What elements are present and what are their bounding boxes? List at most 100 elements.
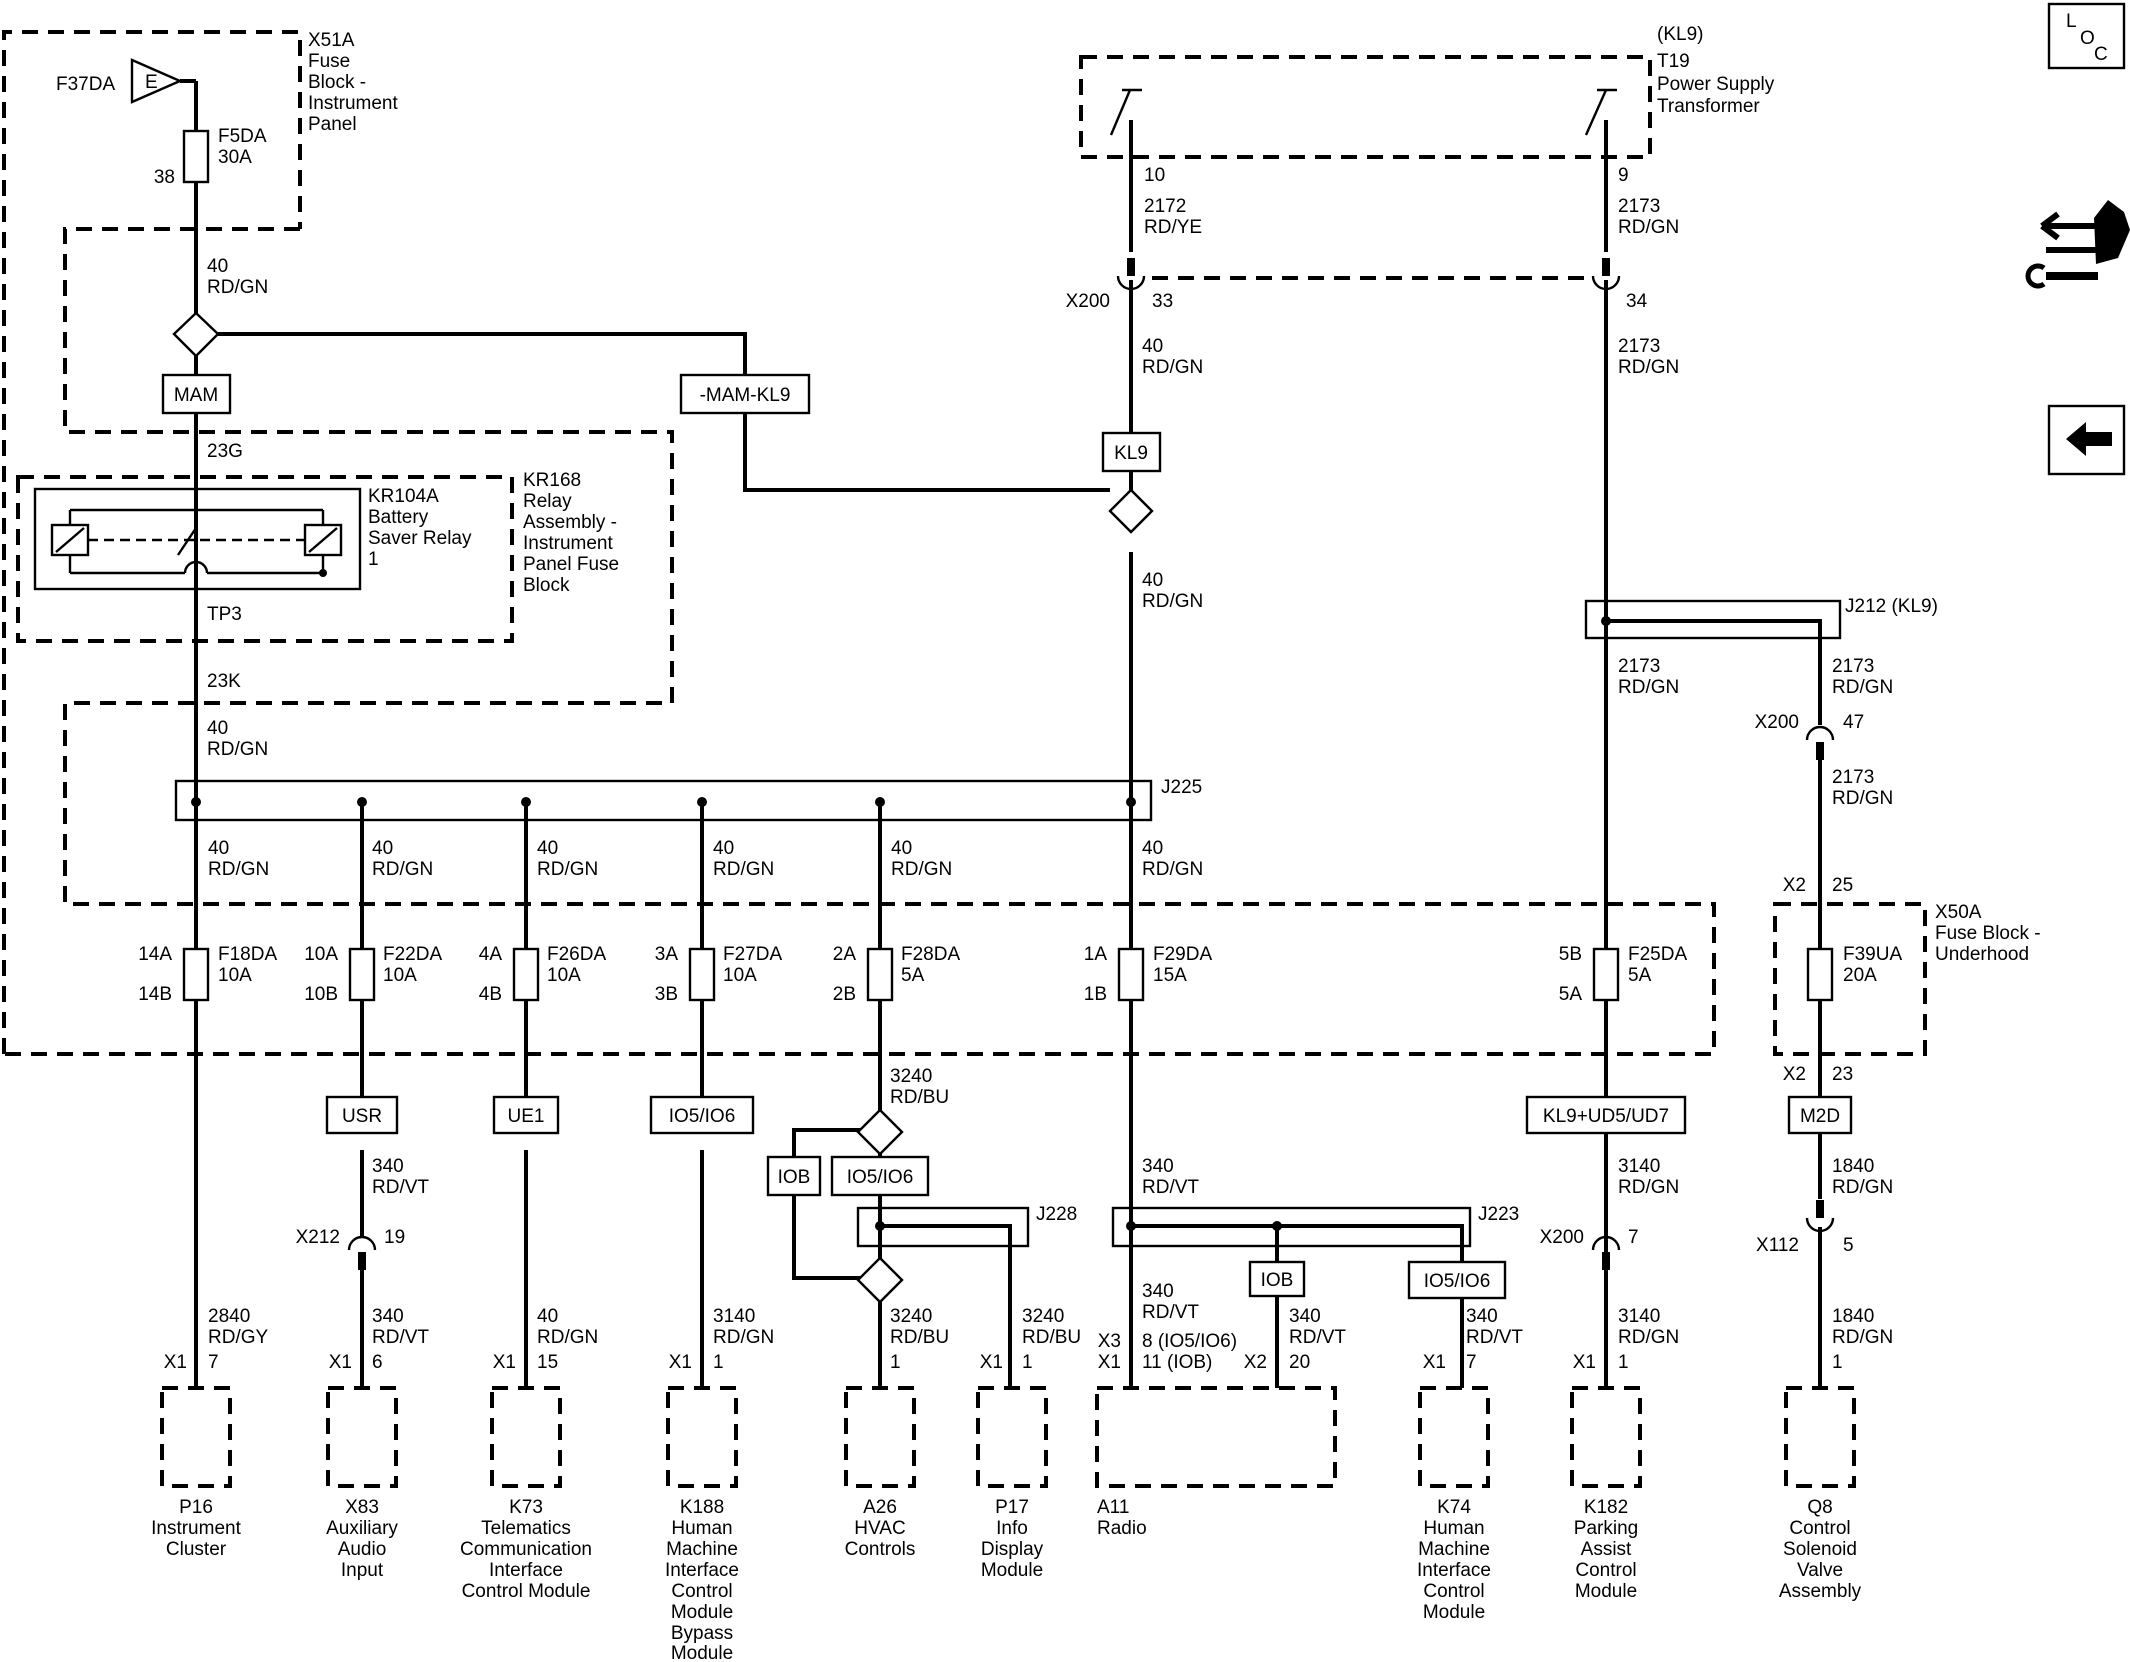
component-names: P16 Instrument Cluster X83 Auxiliary Aud… (151, 1497, 1862, 1662)
fuse-f18da: 14A 14B F18DA 10A (138, 944, 277, 1005)
x83-pin: 6 (372, 1352, 383, 1373)
fuse-f39ua-rating: 20A (1843, 965, 1877, 986)
wires (194, 120, 1822, 1388)
a26-line-1: A26 (863, 1497, 897, 1518)
kr168-line-3: Assembly - (523, 512, 617, 533)
t19-switches (1109, 88, 1617, 136)
k182-line-4: Control (1575, 1560, 1636, 1581)
a11-x3-connector: X3 (1098, 1331, 1121, 1352)
p16-pin: 7 (208, 1352, 219, 1373)
k182-connector: X1 (1573, 1352, 1596, 1373)
wire-2173-x200b-num: 2173 (1832, 767, 1874, 788)
pin-tp3: TP3 (207, 604, 242, 625)
k73-line-4: Interface (489, 1560, 563, 1581)
wire-2173-j212b-num: 2173 (1832, 656, 1874, 677)
wire-3140-k188-color: RD/GN (713, 1327, 774, 1348)
k188-connector: X1 (669, 1352, 692, 1373)
wire-1840a-color: RD/GN (1832, 1177, 1893, 1198)
p17-connector: X1 (980, 1352, 1003, 1373)
wire-2173-top-num: 2173 (1618, 196, 1660, 217)
k182-pin: 1 (1618, 1352, 1629, 1373)
wire-2173-x200-num: 2173 (1618, 336, 1660, 357)
wire-40-k73-color: RD/GN (537, 1327, 598, 1348)
component-a11: A11 Radio (1097, 1497, 1147, 1539)
k188-line-2: Human (671, 1518, 732, 1539)
wire-340-usr-color: RD/VT (372, 1177, 429, 1198)
x83-line-4: Input (341, 1560, 384, 1581)
kr168-line-6: Block (523, 575, 570, 596)
f37da-e-label: E (145, 72, 158, 93)
wire-40-23k-color: RD/GN (207, 739, 268, 760)
j223-label: J223 (1478, 1204, 1519, 1225)
wire-40-23k-num: 40 (207, 718, 228, 739)
a11-line-2: Radio (1097, 1518, 1147, 1539)
wire-3140-k182b-color: RD/GN (1618, 1327, 1679, 1348)
kl9-label: KL9 (1114, 443, 1148, 464)
k188-line-6: Module (671, 1602, 733, 1623)
j225-branch-1-color: RD/GN (208, 859, 269, 880)
wire-340-x83-color: RD/VT (372, 1327, 429, 1348)
fuse-f27da-rating: 10A (723, 965, 757, 986)
fuse-f28da: 2A 2B F28DA 5A (833, 944, 961, 1005)
kr104a-line-4: 1 (368, 549, 379, 570)
k188-line-5: Control (671, 1581, 732, 1602)
x83-line-1: X83 (345, 1497, 379, 1518)
k188-line-4: Interface (665, 1560, 739, 1581)
x51a-line-3: Block - (308, 72, 366, 93)
fuse-f27da-name: F27DA (723, 944, 782, 965)
k73-line-1: K73 (509, 1497, 543, 1518)
wire-340-iob-num: 340 (1142, 1281, 1174, 1302)
location-button[interactable]: L O C (2047, 2, 2126, 70)
fuse-f25da-top-pin: 5B (1559, 944, 1582, 965)
p16-line-3: Cluster (166, 1539, 227, 1560)
wire-label-boxes: MAM -MAM-KL9 KL9 USR UE1 IO5/IO6 IOB IO5… (161, 373, 1853, 1300)
repair-procedure-icon[interactable] (2025, 200, 2130, 289)
wire-1840b-num: 1840 (1832, 1306, 1874, 1327)
k74-pin: 7 (1466, 1352, 1477, 1373)
fuse-f28da-bottom-pin: 2B (833, 984, 856, 1005)
loc-letter-l: L (2066, 11, 2077, 32)
a11-x2-pin: 20 (1289, 1352, 1310, 1373)
x51a-line-5: Panel (308, 114, 357, 135)
component-p17: P17 Info Display Module (981, 1497, 1044, 1581)
x200b-label: X200 (1755, 712, 1799, 733)
t19-block-label: (KL9) T19 Power Supply Transformer (1657, 24, 1775, 117)
t19-line-1: (KL9) (1657, 24, 1703, 45)
fuse-f39ua: F39UA 20A (1806, 944, 1902, 1002)
fuse-f29da-name: F29DA (1153, 944, 1212, 965)
x212-pin-19: 19 (384, 1227, 405, 1248)
kr104a-line-2: Battery (368, 507, 429, 528)
x112-label: X112 (1756, 1235, 1799, 1256)
kr104a-label: KR104A Battery Saver Relay 1 (368, 486, 472, 570)
f5da-rating: 30A (218, 147, 252, 168)
p16-connector: X1 (164, 1352, 187, 1373)
j225-branch-6-num: 40 (1142, 838, 1163, 859)
k74-line-3: Machine (1418, 1539, 1490, 1560)
fuse-f27da: 3A 3B F27DA 10A (655, 944, 783, 1005)
k74-line-4: Interface (1417, 1560, 1491, 1581)
back-button[interactable] (2047, 404, 2126, 476)
f37da-label: F37DA (56, 74, 115, 95)
x2-23-label: X2 (1783, 1064, 1806, 1085)
x200-33-connector (1116, 258, 1146, 291)
j225-branch-2-color: RD/GN (372, 859, 433, 880)
fuse-f26da-top-pin: 4A (479, 944, 503, 965)
j225-branch-5-num: 40 (891, 838, 912, 859)
x200c-label: X200 (1540, 1227, 1584, 1248)
wire-2172-num: 2172 (1144, 196, 1186, 217)
wire-340-x2-color: RD/VT (1289, 1327, 1346, 1348)
kr104a-relay (33, 487, 362, 591)
j228-label: J228 (1036, 1204, 1077, 1225)
f5da-fuse: F5DA 30A 38 (154, 126, 267, 188)
p17-line-1: P17 (995, 1497, 1029, 1518)
kl9-ud-label: KL9+UD5/UD7 (1543, 1106, 1669, 1127)
wire-40-mid-num: 40 (1142, 570, 1163, 591)
k73-pin: 15 (537, 1352, 558, 1373)
k182-line-5: Module (1575, 1581, 1637, 1602)
fuse-f25da-rating: 5A (1628, 965, 1652, 986)
fuse-f18da-rating: 10A (218, 965, 252, 986)
p17-line-2: Info (996, 1518, 1028, 1539)
ue1-label: UE1 (508, 1106, 545, 1127)
fuse-f25da-bottom-pin: 5A (1559, 984, 1583, 1005)
